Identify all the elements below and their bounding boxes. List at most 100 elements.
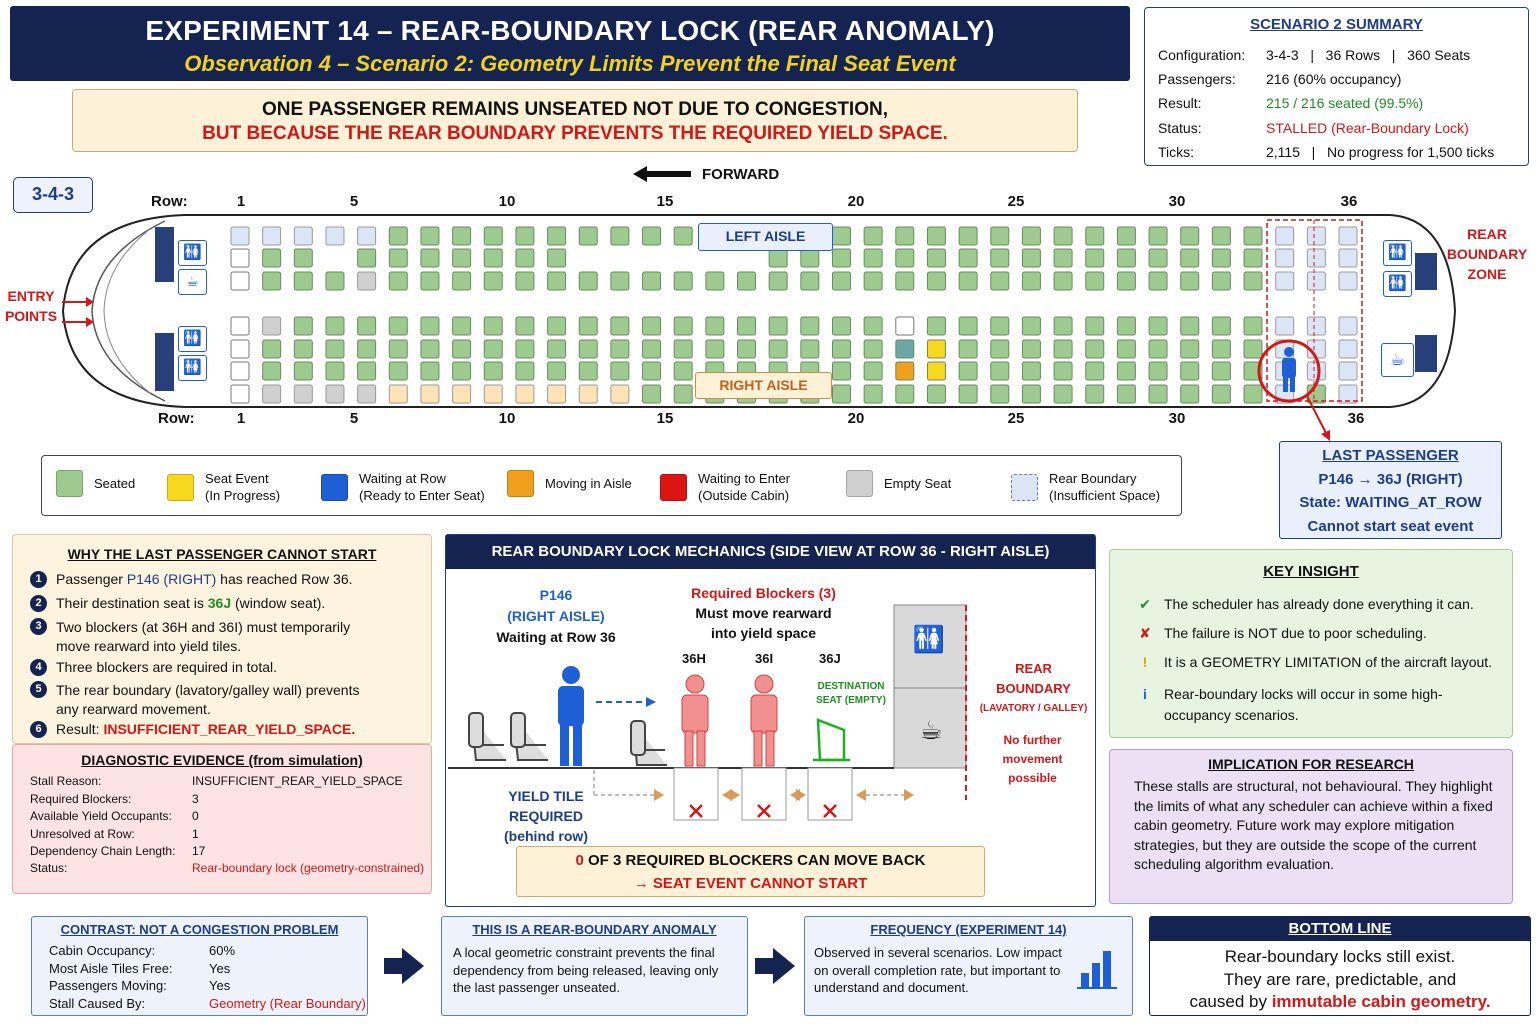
seat: [990, 248, 1010, 268]
seat: [547, 226, 567, 246]
seat: [990, 339, 1010, 359]
insight-text: The failure is NOT due to poor schedulin…: [1164, 625, 1427, 641]
seat: [230, 384, 250, 404]
anomaly-title: THIS IS A REAR-BOUNDARY ANOMALY: [472, 922, 717, 937]
seat: [293, 248, 313, 268]
seat: [1021, 248, 1041, 268]
legend-item: Moving in Aisle: [507, 470, 632, 497]
seat: [325, 339, 345, 359]
seat-label-36i: 36I: [755, 651, 774, 666]
seat: [578, 339, 598, 359]
legend-line: (Ready to Enter Seat): [359, 488, 485, 503]
seat: [1148, 271, 1168, 291]
result-line: OF 3 REQUIRED BLOCKERS CAN MOVE BACK: [587, 852, 926, 869]
bottom-line-box: BOTTOM LINE Rear-boundary locks still ex…: [1149, 916, 1531, 1016]
seat: [1275, 316, 1295, 336]
seat: [1338, 339, 1358, 359]
legend-item: Waiting to Enter(Outside Cabin): [660, 470, 790, 504]
seat: [325, 384, 345, 404]
seat: [483, 316, 503, 336]
arrow-right-icon: [755, 948, 795, 984]
seat: [1148, 339, 1168, 359]
row-number: 1: [236, 193, 246, 210]
step-number: 4: [30, 659, 47, 676]
seat: [357, 248, 377, 268]
seat: [262, 248, 282, 268]
row-number: 30: [1168, 193, 1186, 210]
yield-tile-label: YIELD TILE REQUIRED (behind row): [496, 786, 596, 846]
insight-text: The scheduler has already done everythin…: [1164, 596, 1474, 612]
summary-title: SCENARIO 2 SUMMARY: [1250, 16, 1423, 33]
bottom-highlight: immutable cabin geometry.: [1271, 992, 1491, 1011]
seat-label-36j: 36J: [819, 651, 841, 666]
seat: [1021, 226, 1041, 246]
legend-item: Seated: [56, 470, 135, 497]
seat: [705, 316, 725, 336]
seat: [1306, 271, 1326, 291]
last-passenger-state: State: WAITING_AT_ROW: [1299, 494, 1482, 511]
title-banner: EXPERIMENT 14 – REAR-BOUNDARY LOCK (REAR…: [10, 6, 1130, 81]
contrast-box: CONTRAST: NOT A CONGESTION PROBLEM Cabin…: [31, 916, 368, 1016]
p146-figure: [558, 666, 584, 766]
seat: [895, 339, 915, 359]
row-number: 20: [847, 410, 865, 427]
seat: [357, 361, 377, 381]
insight-item: ✔ The scheduler has already done everythi…: [1134, 594, 1474, 615]
frequency-body: Observed in several scenarios. Low impac…: [814, 945, 1062, 995]
seat: [1116, 384, 1136, 404]
seat: [895, 316, 915, 336]
legend-swatch: [321, 473, 348, 501]
diag-key: Status:: [30, 861, 68, 875]
seat: [800, 339, 820, 359]
seat: [768, 271, 788, 291]
insight-item: !It is a GEOMETRY LIMITATION of the airc…: [1134, 652, 1492, 673]
seat: [926, 316, 946, 336]
contrast-key: Passengers Moving:: [49, 978, 167, 993]
row-number: 30: [1168, 410, 1186, 427]
diag-key: Dependency Chain Length:: [30, 844, 176, 858]
summary-label: Ticks:: [1158, 144, 1195, 160]
galley-icon: ☕: [1381, 343, 1414, 377]
why-text: Passenger: [56, 571, 127, 587]
seat: [388, 316, 408, 336]
forward-label: FORWARD: [702, 165, 780, 183]
p146-line: Waiting at Row 36: [496, 629, 616, 645]
entry-label-line: ENTRY: [7, 288, 55, 304]
seat: [420, 339, 440, 359]
seat: [990, 361, 1010, 381]
seat: [483, 248, 503, 268]
seat: [673, 384, 693, 404]
seat: [1085, 339, 1105, 359]
seat: [262, 384, 282, 404]
frequency-box: FREQUENCY (EXPERIMENT 14) Observed in se…: [804, 916, 1133, 1016]
seat: [1243, 316, 1263, 336]
why-text: Two blockers (at 36H and 36I) must tempo…: [56, 619, 351, 635]
seat: [262, 271, 282, 291]
row-number: 10: [498, 193, 516, 210]
seat: [388, 248, 408, 268]
contrast-key: Cabin Occupancy:: [49, 943, 156, 958]
seat: [1180, 226, 1200, 246]
alert-banner: ONE PASSENGER REMAINS UNSEATED NOT DUE T…: [72, 89, 1078, 152]
seat: [1021, 271, 1041, 291]
seat: [642, 339, 662, 359]
seat: [895, 271, 915, 291]
seat: [388, 271, 408, 291]
seat: [420, 248, 440, 268]
seat: [1338, 226, 1358, 246]
seat: [642, 226, 662, 246]
step-number: 2: [30, 595, 47, 612]
seat: [1243, 271, 1263, 291]
seat: [673, 316, 693, 336]
check-icon: ✔: [1139, 596, 1151, 612]
no-movement-line: possible: [1008, 771, 1057, 785]
seat: [768, 339, 788, 359]
anomaly-box: THIS IS A REAR-BOUNDARY ANOMALY A local …: [441, 916, 748, 1016]
implication-body: These stalls are structural, not behavio…: [1134, 778, 1493, 872]
why-text: Their destination seat is: [56, 595, 208, 611]
why-title: WHY THE LAST PASSENGER CANNOT START: [67, 546, 377, 562]
contrast-value: 60%: [209, 943, 236, 958]
